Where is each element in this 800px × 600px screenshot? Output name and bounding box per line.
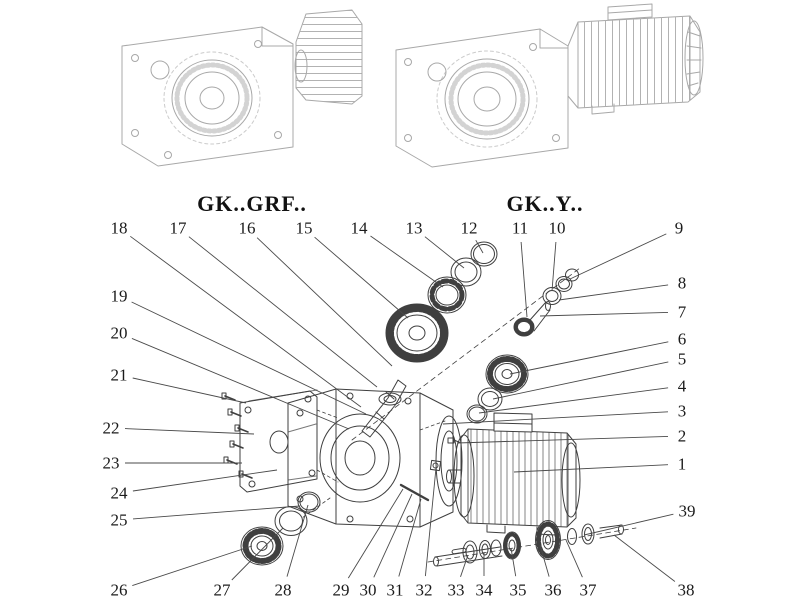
part-number-21: 21	[110, 365, 128, 385]
helical-gear-large	[385, 303, 449, 363]
part-number-11: 11	[511, 218, 529, 238]
model-label-y: GK..Y..	[506, 191, 584, 216]
part-number-15: 15	[295, 218, 313, 238]
part-number-10: 10	[548, 218, 566, 238]
exploded-motor	[446, 412, 581, 536]
part-number-33: 33	[447, 580, 465, 600]
output-shaft-group	[433, 520, 624, 567]
part-number-26: 26	[110, 580, 128, 600]
ring-and-snap-ring	[450, 241, 498, 287]
output-bearing-group	[240, 491, 331, 566]
part-number-4: 4	[677, 376, 687, 396]
part-number-2: 2	[677, 426, 687, 446]
part-number-16: 16	[238, 218, 256, 238]
flange-studs	[399, 483, 430, 502]
part-number-6: 6	[677, 329, 687, 349]
part-number-17: 17	[169, 218, 187, 238]
input-shaft	[361, 379, 407, 438]
ball-bearing-input	[427, 276, 467, 314]
part-number-35: 35	[509, 580, 527, 600]
part-number-34: 34	[475, 580, 493, 600]
part-number-9: 9	[674, 218, 684, 238]
part-number-22: 22	[102, 418, 120, 438]
fasteners-small	[419, 420, 462, 472]
part-number-24: 24	[110, 483, 128, 503]
exploded-view-drawing	[221, 241, 637, 567]
part-number-30: 30	[359, 580, 377, 600]
part-number-3: 3	[677, 401, 687, 421]
gearbox-y-drawing	[395, 3, 704, 168]
part-number-5: 5	[677, 349, 687, 369]
part-number-38: 38	[677, 580, 695, 600]
gearbox-grf-drawing	[121, 9, 363, 167]
part-number-14: 14	[350, 218, 368, 238]
part-number-27: 27	[213, 580, 231, 600]
part-number-8: 8	[677, 273, 687, 293]
pinion-shaft-group	[513, 268, 579, 337]
part-number-13: 13	[405, 218, 423, 238]
part-number-36: 36	[544, 580, 562, 600]
model-label-grf: GK..GRF..	[197, 191, 307, 216]
part-number-23: 23	[102, 453, 120, 473]
axis-line-output	[427, 527, 637, 563]
part-number-25: 25	[110, 510, 128, 530]
part-number-29: 29	[332, 580, 350, 600]
part-number-7: 7	[677, 302, 687, 322]
part-number-20: 20	[110, 323, 128, 343]
motor-drawing	[567, 3, 704, 115]
cover-plate-group	[221, 389, 339, 493]
part-number-19: 19	[110, 286, 128, 306]
part-number-32: 32	[415, 580, 433, 600]
part-number-12: 12	[460, 218, 478, 238]
part-number-28: 28	[274, 580, 292, 600]
part-number-1: 1	[677, 454, 687, 474]
part-number-31: 31	[386, 580, 404, 600]
part-number-37: 37	[579, 580, 597, 600]
part-number-39: 39	[678, 501, 696, 521]
part-number-18: 18	[110, 218, 128, 238]
